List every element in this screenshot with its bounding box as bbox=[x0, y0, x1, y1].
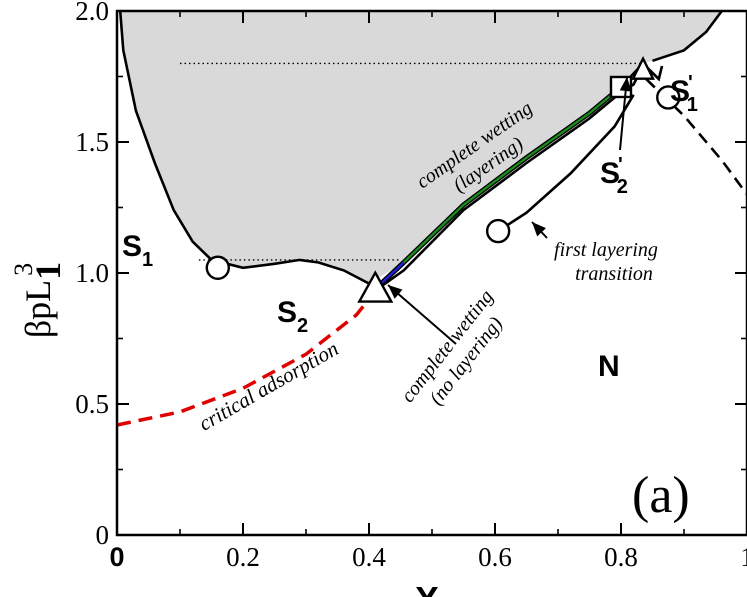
x-tick-label-0.2: 0.2 bbox=[226, 542, 260, 572]
series-complete-wetting-layering bbox=[402, 86, 622, 264]
arrow-no-layering-shaft bbox=[387, 284, 457, 345]
label-S1-prime: S'1 bbox=[670, 72, 698, 116]
label-S2-prime: S'2 bbox=[600, 154, 628, 198]
x-tick-label-1: 1 bbox=[740, 542, 747, 572]
markers bbox=[205, 55, 681, 303]
label-S2: S2 bbox=[277, 296, 308, 337]
y-tick-label-1.5: 1.5 bbox=[75, 127, 109, 157]
axis-ticks: 0 0.2 0.4 0.6 0.8 1 0 0.5 1.0 1.5 2.0 bbox=[75, 0, 747, 572]
x-tick-label-0.6: 0.6 bbox=[478, 542, 512, 572]
y-axis-label: βpL13 bbox=[9, 262, 68, 338]
x-axis-label: X bbox=[415, 579, 439, 597]
y-tick-label-2.0: 2.0 bbox=[75, 0, 109, 26]
arrow-first-layering-head bbox=[532, 222, 546, 237]
marker-S1-prime bbox=[656, 85, 681, 110]
y-axis-label-sup: 3 bbox=[9, 263, 38, 276]
svg-text:first layering: first layering bbox=[554, 239, 658, 261]
y-tick-label-1.0: 1.0 bbox=[75, 258, 109, 288]
marker-S2-prime bbox=[631, 55, 655, 80]
series-complete-wetting-no-layering bbox=[377, 261, 405, 287]
series-first-layering bbox=[497, 94, 635, 233]
annotation-critical-adsorption: critical adsorption bbox=[195, 336, 343, 435]
marker-first-layering-end bbox=[485, 218, 511, 244]
series-boundary-right-top bbox=[652, 11, 723, 63]
shaded-region bbox=[120, 11, 722, 284]
svg-text:critical adsorption: critical adsorption bbox=[195, 336, 343, 435]
marker-S2 bbox=[357, 270, 394, 303]
series-critical-adsorption bbox=[117, 290, 377, 427]
x-tick-label-0.8: 0.8 bbox=[604, 542, 638, 572]
marker-S1 bbox=[205, 255, 231, 280]
annotation-complete-wetting-no-layering: complete wetting (no layering) bbox=[397, 286, 508, 409]
label-N: N bbox=[598, 350, 620, 383]
x-tick-label-0.4: 0.4 bbox=[352, 542, 386, 572]
y-tick-label-0: 0 bbox=[96, 520, 110, 550]
arrow-S2-prime-head bbox=[619, 77, 632, 92]
svg-text:βpL13: βpL13 bbox=[9, 262, 68, 338]
y-axis-label-sub: 1 bbox=[28, 262, 68, 280]
y-tick-label-0.5: 0.5 bbox=[75, 389, 109, 419]
panel-label: (a) bbox=[632, 467, 690, 524]
plot-area bbox=[117, 11, 747, 427]
y-axis-label-main: βpL bbox=[18, 280, 58, 338]
svg-text:transition: transition bbox=[575, 263, 653, 285]
x-tick-label-0: 0 bbox=[109, 542, 124, 572]
arrow-no-layering-head bbox=[388, 285, 403, 299]
label-S1: S1 bbox=[122, 230, 153, 271]
annotation-arrows bbox=[387, 76, 632, 345]
annotation-first-layering: first layering transition bbox=[554, 239, 658, 285]
